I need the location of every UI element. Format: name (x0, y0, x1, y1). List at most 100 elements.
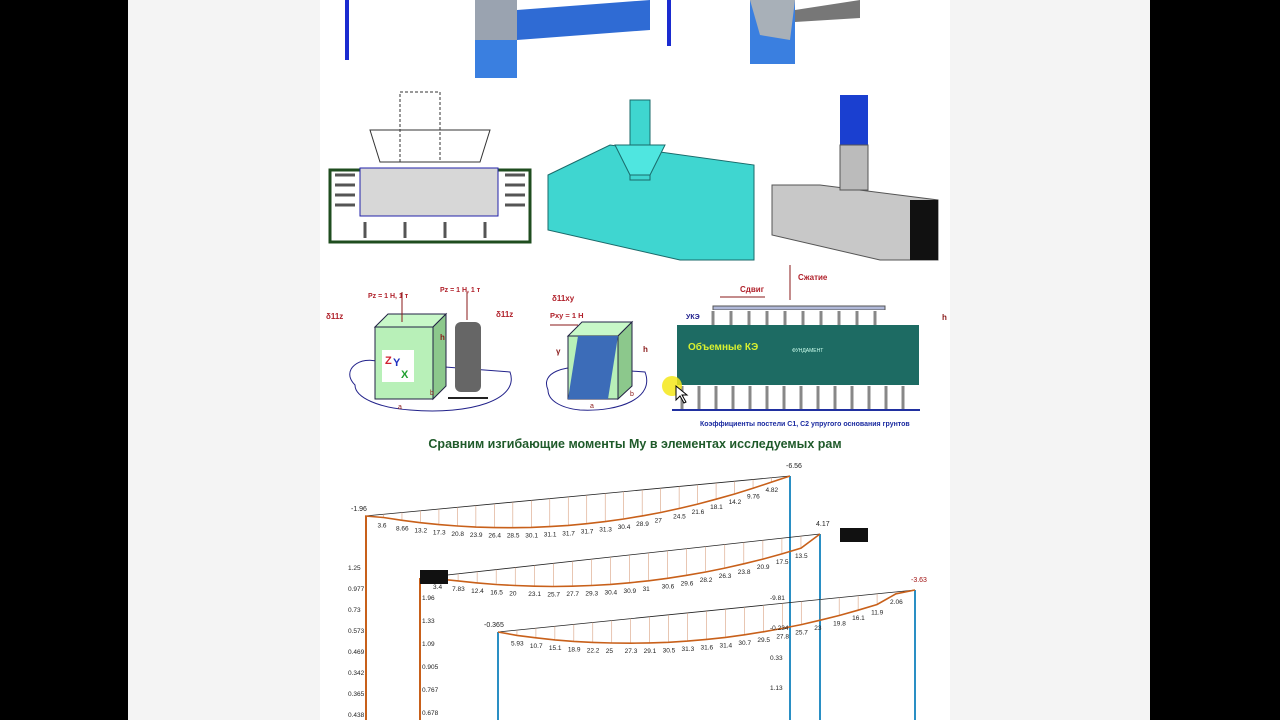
moment-value-label: 29.1 (644, 648, 657, 655)
moment-start-label: -0.365 (484, 622, 504, 629)
moment-value-label: 30.9 (624, 588, 637, 595)
moment-value-label: 31.1 (544, 532, 557, 539)
moment-value-label: 25 (606, 648, 614, 655)
moment-value-label: 24.5 (673, 513, 686, 520)
moment-value-label: 11.9 (871, 610, 884, 617)
moment-value-label: 27.8 (776, 633, 789, 640)
moment-value-label: 10.7 (530, 643, 543, 650)
moment-value-label: 30.4 (604, 589, 617, 596)
moment-value-label: 31.3 (599, 527, 612, 534)
moment-value-label: 3.6 (377, 523, 386, 530)
beam-baseline (419, 533, 821, 579)
moment-value-label: 31 (643, 586, 651, 593)
moment-value-label: 15.1 (549, 645, 562, 652)
moment-value-label: 23 (814, 625, 822, 632)
moment-value-label: 30.6 (662, 583, 675, 590)
element-compression-test-figure (349, 292, 512, 412)
mouse-cursor-icon (675, 384, 689, 404)
foundation-mesh-gray (771, 95, 939, 261)
moment-value-label: 4.82 (766, 487, 779, 494)
support-icon (420, 570, 448, 584)
moment-value-label: 31.7 (581, 529, 594, 536)
moment-value-label: 16.5 (490, 589, 503, 596)
foundation-mesh-cyan (547, 99, 755, 261)
moment-value-label: 29.3 (585, 591, 598, 598)
support-icon (840, 528, 868, 542)
moment-value-label: 23.8 (738, 569, 751, 576)
shear-a-label: a (590, 403, 594, 410)
subgrade-caption: Коэффициенты постели С1, С2 упругого осн… (700, 421, 910, 428)
moment-value-label: 31.4 (719, 642, 732, 649)
moment-value-label: 12.4 (471, 588, 484, 595)
moment-curve-frame-1 (364, 475, 791, 529)
moment-end-label: -6.56 (786, 463, 802, 470)
moment-value-label: 5.93 (511, 640, 524, 647)
foundation-fe-model-figure (672, 265, 920, 411)
moment-value-label: 26.4 (488, 533, 501, 540)
moment-value-label: 21.6 (692, 509, 705, 516)
axis-y-label: Y (393, 357, 401, 369)
frame-model-top (345, 0, 860, 78)
moment-value-label: 22.2 (587, 647, 600, 654)
moment-value-label: 26.3 (719, 573, 732, 580)
gamma-label: γ (556, 347, 561, 356)
moment-curve-frame-3 (497, 589, 916, 645)
moment-value-label: 19.8 (833, 620, 846, 627)
moment-value-label: 30.1 (525, 532, 538, 539)
moment-value-label: 3.4 (433, 584, 442, 591)
moment-value-label: 29.5 (757, 637, 770, 644)
figures-canvas: Pz = 1 H, 1 т Pz = 1 H, 1 т δ11z δ11z h … (326, 0, 947, 720)
b-label: b (430, 390, 434, 397)
column-mid-value: 1.96 (422, 595, 435, 602)
moment-value-label: 25.7 (795, 630, 808, 637)
moment-value-label: 18.9 (568, 646, 581, 653)
column-mid-value: 0.678 (422, 710, 439, 717)
column-left-value: 0.469 (348, 649, 365, 656)
foundation-label: ФУНДАМЕНТ (792, 348, 823, 354)
moment-value-label: 20.8 (451, 531, 464, 538)
column-left-value: 0.573 (348, 628, 365, 635)
moment-value-label: 28.5 (507, 533, 520, 540)
moment-curve-frame-2 (419, 533, 821, 588)
moment-value-label: 31.7 (562, 530, 575, 537)
moment-value-label: 28.9 (636, 521, 649, 528)
a-label: a (398, 404, 402, 411)
moment-value-label: 17.5 (776, 559, 789, 566)
moment-value-label: 23.9 (470, 532, 483, 539)
column-left-value: 0.365 (348, 691, 365, 698)
moment-value-label: 14.2 (729, 499, 742, 506)
shear-b-label: b (630, 391, 634, 398)
moment-value-label: 20.9 (757, 564, 770, 571)
moment-value-label: 7.83 (452, 586, 465, 593)
column-mid-value: 0.767 (422, 687, 439, 694)
moment-value-label: 8.66 (396, 525, 409, 532)
foundation-sketch-figure (328, 91, 532, 244)
column-right-value: -0.234 (770, 625, 789, 632)
moment-value-label: 27.7 (566, 591, 579, 598)
moment-value-label: 20 (509, 591, 517, 598)
moment-value-label: 31.3 (682, 646, 695, 653)
column-right-value: 0.33 (770, 655, 783, 662)
shear-label: Сдвиг (740, 285, 765, 294)
h-label: h (440, 333, 445, 342)
column-left-value: 0.73 (348, 607, 361, 614)
moment-value-label: 30.4 (618, 524, 631, 531)
moment-value-label: 28.2 (700, 577, 713, 584)
document-page: Pz = 1 H, 1 т Pz = 1 H, 1 т δ11z δ11z h … (320, 0, 950, 720)
pz-label-2: Pz = 1 H, 1 т (440, 287, 481, 294)
delta-z-label-2: δ11z (496, 310, 513, 319)
column-left-value: 0.342 (348, 670, 365, 677)
moment-value-label: 30.7 (738, 640, 751, 647)
compression-label: Сжатие (798, 273, 828, 282)
column-right-value: 1.13 (770, 685, 783, 692)
moment-end-label: 4.17 (816, 521, 830, 528)
moment-value-label: 23.1 (528, 591, 541, 598)
moment-value-label: 16.1 (852, 615, 865, 622)
column-right-value: -9.81 (770, 595, 785, 602)
delta-z-label-1: δ11z (326, 312, 343, 321)
column-mid-value: 1.09 (422, 641, 435, 648)
moment-value-label: 13.5 (795, 553, 808, 560)
moment-start-label: -1.96 (351, 506, 367, 513)
element-shear-test-figure (546, 320, 648, 411)
delta-xy-label: δ11xy (552, 294, 575, 303)
